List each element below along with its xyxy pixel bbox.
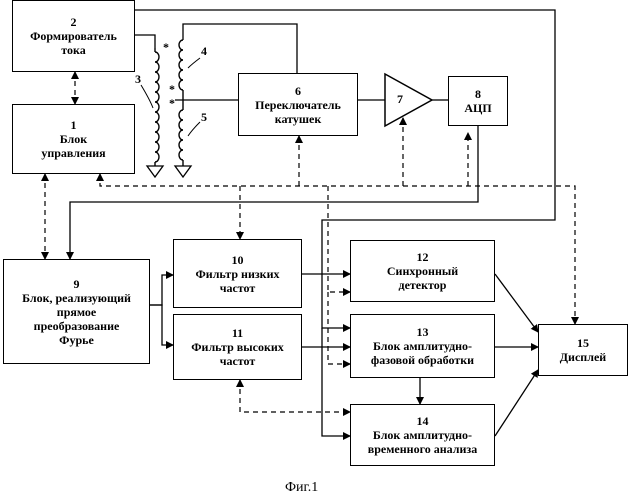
block-10-number: 10 [232, 253, 244, 267]
block-14-number: 14 [417, 414, 429, 428]
coil-5 [179, 100, 183, 166]
block-9-fourier: 9 Блок, реализующий прямое преобразовани… [3, 259, 150, 364]
block-8-number: 8 [475, 87, 481, 101]
block-12-sync-detector: 12 Синхронный детектор [350, 240, 495, 302]
block-2-number: 2 [71, 15, 77, 29]
coil-3-label: 3 [135, 72, 141, 87]
block-6-number: 6 [295, 84, 301, 98]
wire-b9-b10 [150, 275, 173, 305]
block-1-number: 1 [71, 118, 77, 132]
block-13-text: Блок амплитудно- фазовой обработки [371, 339, 474, 367]
block-2-text: Формирователь тока [30, 29, 117, 57]
coil-mark-5-top: * [169, 96, 175, 111]
block-15-number: 15 [577, 336, 589, 350]
block-1-control: 1 Блок управления [12, 104, 135, 174]
figure-caption: Фиг.1 [285, 480, 318, 496]
coil-5-label: 5 [201, 110, 207, 125]
coil-mark-4-top: * [169, 82, 175, 97]
block-2-current-former: 2 Формирователь тока [12, 0, 135, 72]
block-11-highpass: 11 Фильтр высоких частот [173, 314, 302, 380]
coil-mark-3-top: * [163, 40, 169, 55]
block-15-text: Дисплей [560, 350, 606, 364]
amplifier-7 [385, 74, 432, 126]
wire-b9-b11 [150, 305, 173, 345]
coil-4 [179, 40, 183, 100]
wire-b12-b15 [495, 274, 538, 332]
block-13-number: 13 [417, 325, 429, 339]
block-9-number: 9 [74, 277, 80, 291]
block-1-text: Блок управления [41, 132, 105, 160]
block-11-number: 11 [232, 326, 243, 340]
amplifier-7-number: 7 [397, 92, 403, 107]
ground-coil3 [147, 166, 163, 177]
block-13-amp-phase: 13 Блок амплитудно- фазовой обработки [350, 314, 495, 378]
coil-3 [155, 48, 159, 166]
block-10-lowpass: 10 Фильтр низких частот [173, 239, 302, 308]
block-11-text: Фильтр высоких частот [191, 340, 284, 368]
block-12-text: Синхронный детектор [387, 264, 458, 292]
block-9-text: Блок, реализующий прямое преобразование … [22, 291, 131, 347]
block-6-coil-switch: 6 Переключатель катушек [238, 73, 358, 136]
ground-coil5 [175, 166, 191, 177]
coil-4-label: 4 [201, 44, 207, 59]
dash-b11-b14 [240, 380, 350, 412]
wire-b14-b15 [495, 370, 538, 436]
block-6-text: Переключатель катушек [255, 98, 341, 126]
block-14-text: Блок амплитудно- временного анализа [368, 428, 477, 456]
wire-rail-b14 [322, 328, 350, 436]
block-14-amp-time: 14 Блок амплитудно- временного анализа [350, 404, 495, 466]
block-12-number: 12 [417, 250, 429, 264]
block-10-text: Фильтр низких частот [195, 267, 279, 295]
block-8-adc: 8 АЦП [448, 76, 508, 126]
wire-b2-coil3 [135, 35, 155, 48]
block-8-text: АЦП [464, 101, 491, 115]
block-15-display: 15 Дисплей [538, 324, 628, 376]
dash-b1-bus [100, 174, 575, 324]
